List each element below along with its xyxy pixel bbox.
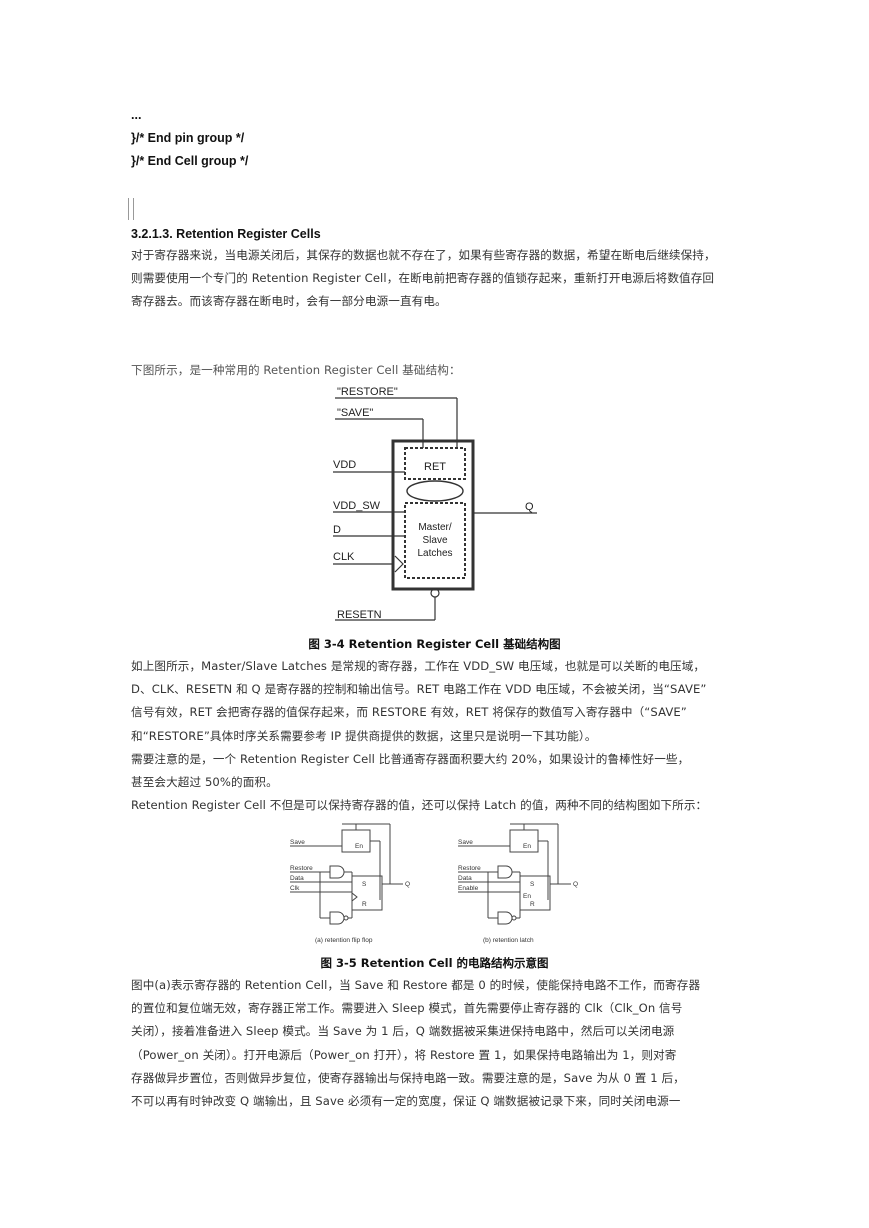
b-data-label: Data [458, 875, 472, 882]
final-line: 图中(a)表示寄存器的 Retention Cell，当 Save 和 Rest… [131, 978, 701, 992]
latch-label-3: Latches [417, 548, 452, 559]
code-line-ellipsis: ... [131, 108, 142, 122]
retention-register-diagram: "RESTORE" "SAVE" VDD VDD_SW D CLK RESETN… [333, 386, 537, 621]
code-line-end-pin: }/* End pin group */ [131, 131, 245, 145]
b-restore-label: Restore [458, 865, 481, 872]
desc-line: 信号有效，RET 会把寄存器的值保存起来，而 RESTORE 有效，RET 将保… [131, 705, 687, 720]
final-line: 的置位和复位端无效，寄存器正常工作。需要进入 Sleep 模式，首先需要停止寄存… [131, 1001, 683, 1016]
figure-caption-3-4: 图 3-4 Retention Register Cell 基础结构图 [308, 637, 561, 651]
a-caption: (a) retention flip flop [315, 937, 373, 944]
a-q-label: Q [405, 881, 410, 888]
intro-line: 对于寄存器来说，当电源关闭后，其保存的数据也就不存在了，如果有些寄存器的数据，希… [131, 248, 716, 262]
clk-label: CLK [333, 551, 355, 563]
b-r-label: R [530, 901, 535, 908]
desc-line: D、CLK、RESETN 和 Q 是寄存器的控制和输出信号。RET 电路工作在 … [131, 682, 707, 697]
save-label: "SAVE" [337, 407, 373, 419]
b-en-label: En [523, 843, 531, 850]
b-caption: (b) retention latch [483, 937, 534, 944]
q-label: Q [525, 501, 534, 513]
b-save-label: Save [458, 839, 473, 846]
desc-line: 如上图所示，Master/Slave Latches 是常规的寄存器，工作在 V… [131, 659, 706, 673]
text-cursor-marker [128, 198, 134, 220]
code-line-end-cell: }/* End Cell group */ [131, 154, 249, 168]
a-en-label: En [355, 843, 363, 850]
figure-intro: 下图所示，是一种常用的 Retention Register Cell 基础结构… [131, 363, 461, 377]
resetn-label: RESETN [337, 609, 382, 621]
a-clk-label: Clk [290, 885, 300, 892]
a-r-label: R [362, 901, 367, 908]
final-paragraph: 图中(a)表示寄存器的 Retention Cell，当 Save 和 Rest… [131, 974, 739, 1113]
intro-line: 则需要使用一个专门的 Retention Register Cell，在断电前把… [131, 271, 715, 286]
b-enable-label: Enable [458, 885, 479, 892]
final-line: （Power_on 关闭）。打开电源后（Power_on 打开），将 Resto… [131, 1047, 677, 1062]
b-en2-label: En [523, 893, 531, 900]
a-save-label: Save [290, 839, 305, 846]
ret-label: RET [424, 461, 446, 473]
desc-line: 需要注意的是，一个 Retention Register Cell 比普通寄存器… [131, 751, 690, 766]
a-s-label: S [362, 881, 367, 888]
description-paragraph: 如上图所示，Master/Slave Latches 是常规的寄存器，工作在 V… [131, 655, 739, 817]
intro-paragraph: 对于寄存器来说，当电源关闭后，其保存的数据也就不存在了，如果有些寄存器的数据，希… [131, 244, 739, 314]
b-q-label: Q [573, 881, 578, 888]
intro-line: 寄存器去。而该寄存器在断电时，会有一部分电源一直有电。 [131, 294, 447, 309]
a-data-label: Data [290, 875, 304, 882]
desc-line: Retention Register Cell 不但是可以保持寄存器的值，还可以… [131, 798, 708, 813]
vdd-sw-label: VDD_SW [333, 500, 381, 512]
b-s-label: S [530, 881, 535, 888]
final-line: 存器做异步置位，否则做异步复位，使寄存器输出与保持电路一致。需要注意的是，Sav… [131, 1070, 685, 1085]
latch-label-2: Slave [422, 535, 447, 546]
retention-cell-circuit-diagram: Save Restore Data Clk En S R Q (a) reten… [290, 823, 578, 944]
section-heading: 3.2.1.3. Retention Register Cells [131, 227, 321, 241]
latch-label-1: Master/ [418, 522, 452, 533]
restore-label: "RESTORE" [337, 386, 398, 398]
d-label: D [333, 524, 341, 536]
figure-caption-3-5: 图 3-5 Retention Cell 的电路结构示意图 [320, 956, 549, 970]
a-restore-label: Restore [290, 865, 313, 872]
final-line: 不可以再有时钟改变 Q 端输出，且 Save 必须有一定的宽度，保证 Q 端数据… [131, 1094, 681, 1109]
desc-line: 甚至会大超过 50%的面积。 [131, 775, 278, 790]
final-line: 关闭），接着准备进入 Sleep 模式。当 Save 为 1 后，Q 端数据被采… [131, 1024, 675, 1039]
desc-line: 和“RESTORE”具体时序关系需要参考 IP 提供商提供的数据，这里只是说明一… [131, 728, 597, 743]
vdd-label: VDD [333, 459, 356, 471]
